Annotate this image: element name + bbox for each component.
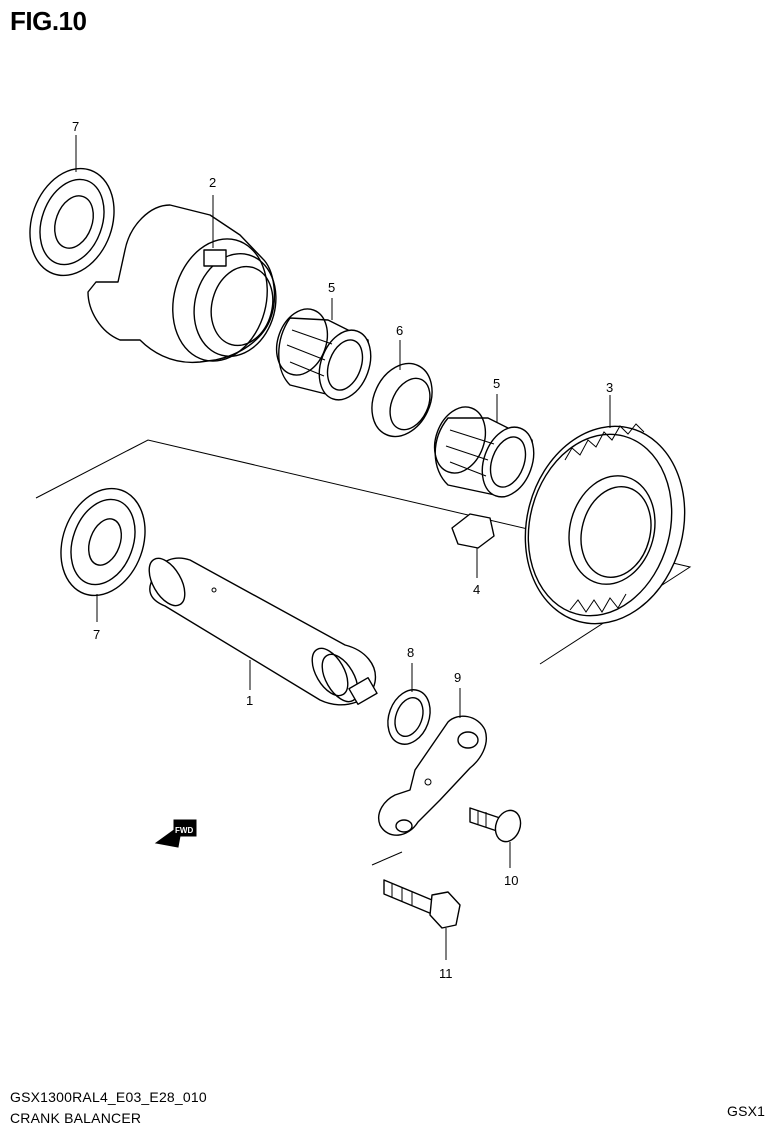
figure-code: GSX1300RAL4_E03_E28_010 xyxy=(10,1089,207,1105)
needle-bearing-upper xyxy=(275,298,372,401)
corner-model-text: GSX1 xyxy=(727,1103,766,1119)
balancer-gear xyxy=(524,395,686,625)
callout-10: 10 xyxy=(504,873,519,888)
needle-bearing-lower xyxy=(433,394,535,498)
oil-seal-upper xyxy=(29,135,115,277)
key xyxy=(451,513,495,578)
balancer-weight xyxy=(87,195,277,364)
fwd-arrow-label: FWD xyxy=(175,826,193,835)
bolt-long xyxy=(383,879,461,960)
oil-seal-lower xyxy=(60,487,146,622)
callout-8: 8 xyxy=(407,645,415,660)
adjuster-lever xyxy=(378,688,487,836)
fwd-arrow-icon: FWD xyxy=(154,819,197,848)
callout-7-lower: 7 xyxy=(93,627,101,642)
spacer-ring xyxy=(371,340,433,438)
balancer-shaft xyxy=(148,557,378,706)
callout-11: 11 xyxy=(439,966,453,981)
callout-6: 6 xyxy=(396,323,404,338)
callout-5-lower: 5 xyxy=(493,376,501,391)
callout-7-upper: 7 xyxy=(72,119,80,134)
callout-2: 2 xyxy=(209,175,217,190)
figure-name: CRANK BALANCER xyxy=(10,1110,142,1126)
callout-3: 3 xyxy=(606,380,614,395)
callout-9: 9 xyxy=(454,670,462,685)
callout-5-upper: 5 xyxy=(328,280,336,295)
bolt-short xyxy=(469,807,522,868)
callout-1: 1 xyxy=(246,693,254,708)
figure-title: FIG.10 xyxy=(10,6,87,36)
callout-4: 4 xyxy=(473,582,481,597)
o-ring xyxy=(387,663,431,745)
